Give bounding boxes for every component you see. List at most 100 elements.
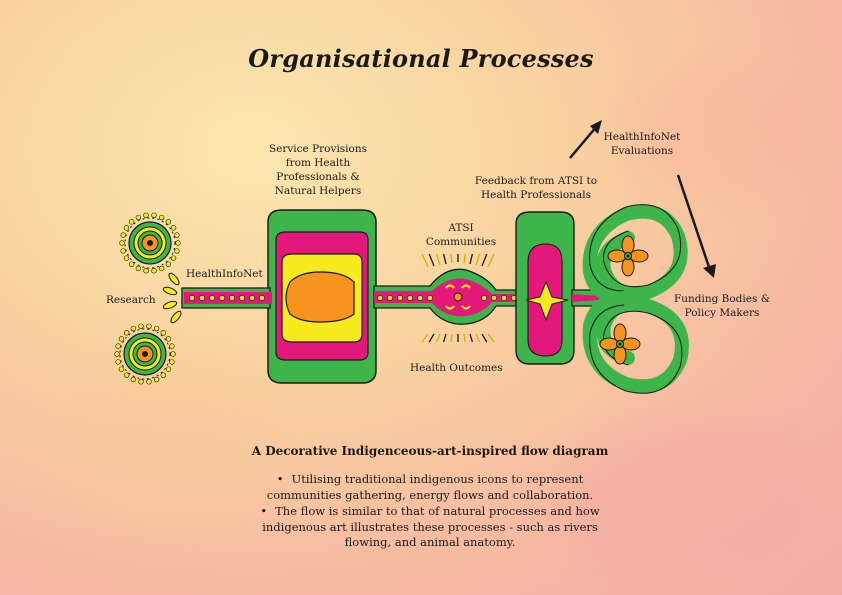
label-line: Feedback from ATSI to	[474, 175, 598, 187]
label-evaluations: HealthInfoNet Evaluations	[600, 130, 684, 158]
bullet-line: Utilising traditional indigenous icons t…	[291, 472, 584, 486]
dot	[481, 295, 487, 301]
dot	[160, 330, 167, 336]
ray	[475, 253, 481, 266]
energy-dots	[377, 295, 517, 301]
bullet-line: The flow is similar to that of natural p…	[275, 504, 600, 518]
description-heading: A Decorative Indigenceous-art-inspired f…	[251, 444, 609, 458]
feedback-block	[515, 211, 575, 365]
label-health-outcomes: Health Outcomes	[410, 362, 503, 374]
watercolor-blot	[560, 420, 820, 580]
dot	[169, 343, 175, 349]
bullet-line: indigenous art illustrates these process…	[262, 519, 598, 534]
dot	[165, 336, 172, 342]
label-service-provisions: Service Provisions from Health Professio…	[262, 142, 374, 198]
bullet-icon: •	[260, 504, 268, 518]
watercolor-blot	[60, 360, 280, 520]
bullet-line: flowing, and animal anatomy.	[344, 535, 516, 549]
dot	[146, 323, 152, 329]
ray	[469, 253, 474, 265]
dot	[114, 351, 120, 357]
dot	[407, 295, 413, 301]
ray	[463, 333, 466, 343]
label-feedback: Feedback from ATSI to Health Professiona…	[474, 174, 598, 202]
ray	[442, 253, 447, 265]
label-line: Service Provisions	[268, 143, 368, 155]
bullet-line: communities gathering, energy flows and …	[266, 487, 594, 502]
label-line: Communities	[425, 236, 497, 248]
dot	[123, 372, 130, 378]
ray	[450, 333, 453, 343]
label-funding-bodies: Funding Bodies & Policy Makers	[672, 292, 772, 320]
atsi-community-symbol	[445, 284, 471, 310]
dot	[387, 295, 393, 301]
dot	[501, 295, 507, 301]
bullet-icon: •	[276, 472, 284, 486]
label-healthinfonet: HealthInfoNet	[186, 268, 263, 280]
dot	[128, 219, 135, 225]
dot	[229, 295, 235, 301]
dot	[143, 212, 149, 218]
dot	[169, 359, 175, 365]
list-item: • Utilising traditional indigenous icons …	[230, 472, 630, 503]
dot	[165, 219, 172, 225]
label-line: Funding Bodies &	[673, 293, 771, 305]
dot	[491, 295, 497, 301]
ray	[421, 333, 429, 343]
dot	[165, 366, 172, 372]
ray	[435, 333, 441, 343]
label-line: Natural Helpers	[274, 185, 362, 197]
dot	[123, 225, 130, 231]
dot	[138, 379, 144, 385]
label-line: ATSI	[448, 222, 474, 234]
ray	[442, 333, 447, 343]
dot	[209, 295, 215, 301]
service-provision-block	[267, 209, 377, 384]
dot	[123, 255, 130, 261]
dot	[151, 268, 157, 274]
dot	[120, 248, 126, 254]
dot	[115, 343, 121, 349]
dot	[174, 232, 180, 238]
ray	[428, 333, 435, 343]
label-line: from Health	[285, 157, 351, 169]
dot	[130, 376, 137, 383]
dot	[189, 295, 195, 301]
ray	[481, 253, 488, 267]
energy-dots	[189, 295, 265, 301]
dot	[158, 214, 165, 221]
dot	[151, 212, 157, 218]
dot	[160, 372, 167, 378]
dot	[153, 325, 160, 332]
spiral-bottom	[582, 291, 689, 394]
dot	[135, 214, 142, 221]
dot	[143, 268, 149, 274]
dot	[118, 366, 125, 372]
dot	[128, 261, 135, 267]
dot	[130, 325, 137, 332]
page-title: Organisational Processes	[248, 44, 594, 73]
dot	[170, 225, 177, 231]
dot	[417, 295, 423, 301]
list-item: • The flow is similar to that of natural …	[230, 504, 630, 551]
ray	[463, 253, 466, 264]
label-line: Professionals &	[276, 171, 360, 183]
dot	[174, 248, 180, 254]
label-line: Policy Makers	[684, 307, 760, 319]
ray	[481, 333, 488, 343]
arrow-up-icon	[569, 120, 602, 159]
ray	[487, 253, 495, 268]
ray	[475, 333, 481, 343]
dot	[249, 295, 255, 301]
dot	[259, 295, 265, 301]
label-line: Health Professionals	[480, 189, 592, 201]
dot	[175, 240, 181, 246]
dot	[138, 323, 144, 329]
research-circle-bottom	[114, 323, 176, 385]
research-circle-top	[119, 212, 181, 274]
watercolor-blot	[620, 60, 820, 200]
ray	[435, 253, 441, 266]
dot	[427, 295, 433, 301]
dot	[158, 265, 165, 272]
ray	[450, 253, 453, 264]
